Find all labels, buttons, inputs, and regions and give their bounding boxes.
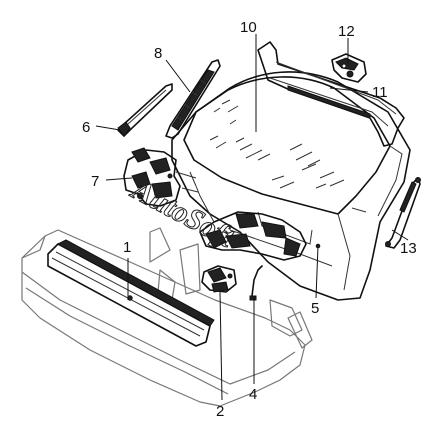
bumper-reinforcement-bar	[47, 239, 215, 347]
rear-spoiler	[257, 41, 405, 147]
wiper-motor-assembly	[123, 147, 199, 207]
glass-reflection-hatching	[209, 99, 345, 189]
callout-1: 1	[123, 239, 131, 256]
tailgate-lock-assembly	[189, 171, 307, 261]
callout-12: 12	[338, 23, 355, 40]
tailgate-latch	[201, 265, 237, 293]
rear-bumper-outline	[21, 227, 313, 407]
callout-7: 7	[91, 173, 99, 190]
striker-rod	[249, 265, 263, 301]
tailgate-hinge	[331, 53, 367, 83]
leader-lines	[95, 34, 409, 401]
tailgate-assembly	[171, 71, 411, 301]
gas-strut	[385, 177, 421, 249]
callout-4: 4	[249, 386, 257, 403]
callout-10: 10	[240, 19, 257, 36]
watermark-text: AutoSoft	[125, 172, 241, 255]
callout-numbers: 1 2 4 5 6 7 8 10 11 12 13	[82, 19, 417, 420]
callout-13: 13	[400, 240, 417, 257]
wiper-arm	[117, 83, 173, 137]
callout-8: 8	[154, 45, 162, 62]
callout-5: 5	[311, 300, 319, 317]
wiper-blade	[165, 59, 221, 139]
callout-11: 11	[372, 84, 388, 101]
callout-6: 6	[82, 119, 90, 136]
callout-2: 2	[216, 403, 224, 420]
